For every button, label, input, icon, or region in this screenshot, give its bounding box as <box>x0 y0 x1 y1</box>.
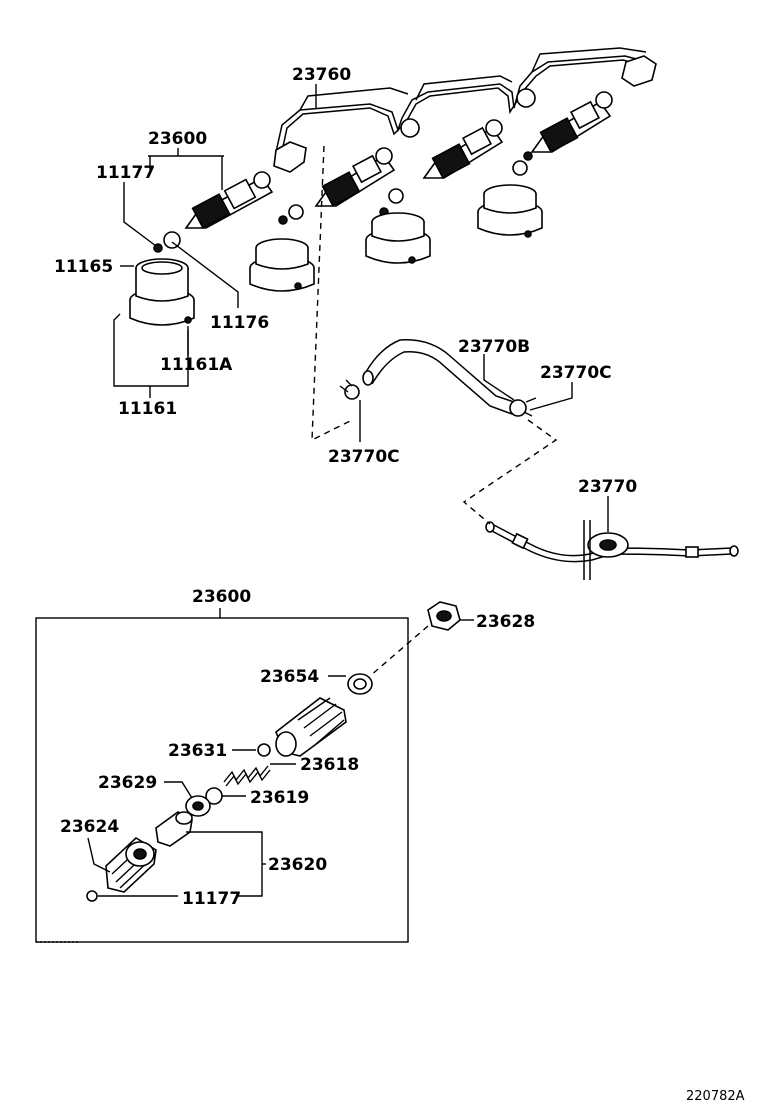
leak-pipe <box>485 520 739 580</box>
holder-3 <box>365 212 431 264</box>
washer-3 <box>388 188 404 204</box>
label-11161: 11161 <box>118 399 177 419</box>
holder-2 <box>249 238 315 292</box>
label-11161A: 11161A <box>160 355 233 375</box>
footer-code: 220782A <box>686 1089 745 1104</box>
label-23629: 23629 <box>98 773 157 793</box>
label-23600-top: 23600 <box>148 129 207 149</box>
label-23770B: 23770B <box>458 337 530 357</box>
injector-3 <box>422 119 504 179</box>
injector-1 <box>184 171 274 229</box>
label-23624: 23624 <box>60 817 119 837</box>
gasket-2 <box>278 215 288 225</box>
gasket-4 <box>523 151 533 161</box>
injector-2 <box>314 147 396 207</box>
label-11176: 11176 <box>210 313 269 333</box>
holder-11161 <box>129 258 195 326</box>
holder-body-23624 <box>105 837 157 893</box>
nozzle-holder-upper <box>275 697 347 757</box>
clip-left <box>344 384 360 400</box>
holder-4 <box>477 184 543 238</box>
label-23654: 23654 <box>260 667 319 687</box>
label-23618: 23618 <box>300 755 359 775</box>
injector-4 <box>530 91 613 153</box>
spring-23618 <box>223 765 271 787</box>
clip-right <box>509 399 527 417</box>
nut-23628 <box>427 601 461 631</box>
label-23770: 23770 <box>578 477 637 497</box>
label-11165: 11165 <box>54 257 113 277</box>
washer-2 <box>288 204 304 220</box>
label-11177-top: 11177 <box>96 163 155 183</box>
spacer-23629 <box>185 795 211 817</box>
washer-4 <box>512 160 528 176</box>
label-23760: 23760 <box>292 65 351 85</box>
exploded-view-frame <box>35 617 409 943</box>
label-23770C-left: 23770C <box>328 447 400 467</box>
leak-hose <box>339 339 537 417</box>
label-23631: 23631 <box>168 741 227 761</box>
label-23628: 23628 <box>476 612 535 632</box>
label-11177-bottom: 11177 <box>182 889 241 909</box>
label-23620: 23620 <box>268 855 327 875</box>
label-23619: 23619 <box>250 788 309 808</box>
washer-11176-top <box>163 231 181 249</box>
nozzle-23620 <box>155 811 193 847</box>
washer-23654 <box>347 673 373 695</box>
fuel-pipe-assembly <box>273 47 657 173</box>
label-23770C-right: 23770C <box>540 363 612 383</box>
pin-23631 <box>257 743 271 757</box>
gasket-11177-bottom <box>86 890 98 902</box>
label-23600-box: 23600 <box>192 587 251 607</box>
